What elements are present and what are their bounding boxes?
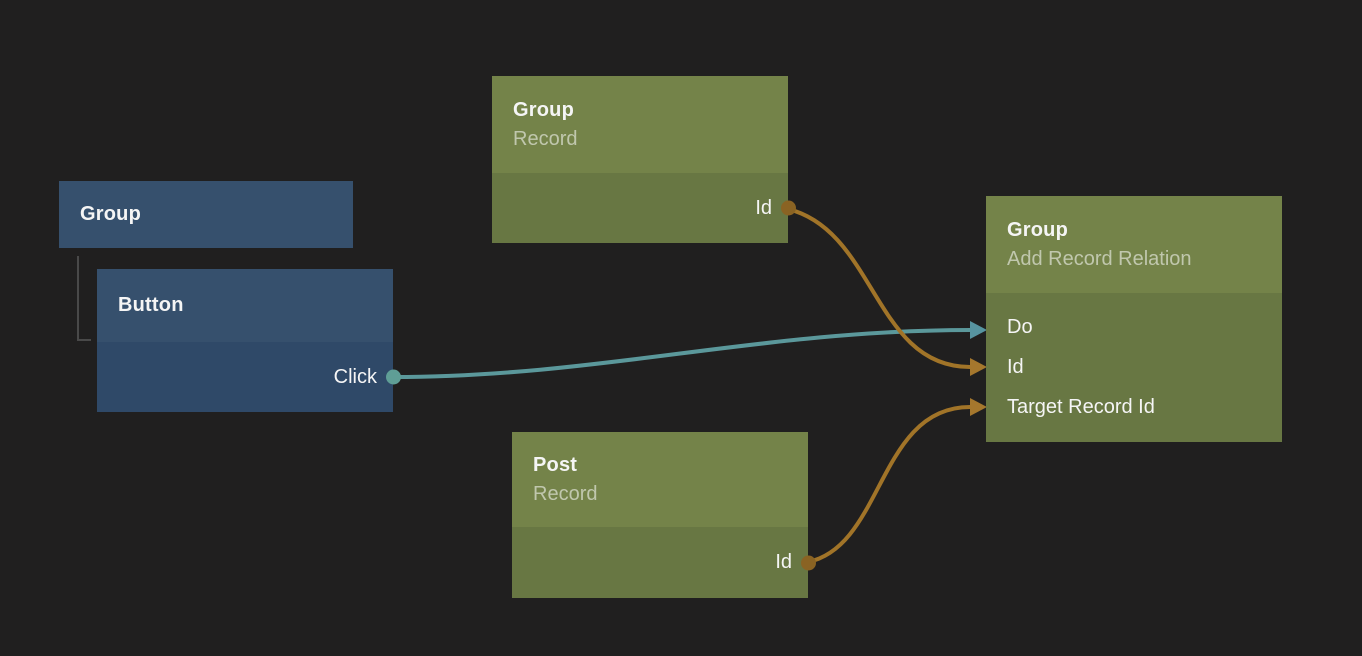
output-port-id[interactable]: Id	[492, 173, 796, 243]
node-title: Group	[80, 203, 141, 225]
wire-click-to-do[interactable]	[391, 328, 973, 379]
input-port-target-record-id[interactable]: Target Record Id	[986, 387, 1282, 427]
tree-connector-line	[77, 256, 91, 341]
node-group-record[interactable]: Group Record Id	[492, 76, 796, 243]
node-header: Group Add Record Relation	[986, 196, 1282, 293]
node-button[interactable]: Button Click	[97, 269, 401, 412]
node-subtitle: Record	[533, 482, 598, 505]
node-title: Post	[533, 453, 578, 476]
port-dot-teal[interactable]	[386, 369, 401, 385]
node-subtitle: Record	[513, 127, 578, 150]
arrowhead-do	[970, 321, 987, 339]
node-group-container[interactable]: Group	[59, 181, 353, 248]
port-label: Id	[755, 196, 772, 219]
node-header: Group	[59, 181, 353, 248]
node-title: Button	[118, 294, 184, 316]
input-port-do[interactable]: Do	[986, 307, 1282, 347]
port-label: Target Record Id	[1007, 395, 1155, 418]
node-header: Group Record	[492, 76, 788, 173]
port-label: Id	[775, 551, 792, 573]
port-label: Click	[333, 365, 377, 388]
port-dot-orange[interactable]	[801, 555, 816, 570]
node-title: Group	[513, 98, 574, 121]
node-body: Do Id Target Record Id	[986, 293, 1282, 442]
wire-postid-to-targetrecordid[interactable]	[806, 405, 972, 564]
port-dot-orange[interactable]	[781, 200, 796, 216]
wire-groupid-to-id[interactable]	[786, 207, 972, 369]
node-header: Post Record	[512, 432, 808, 527]
input-port-id[interactable]: Id	[986, 347, 1282, 387]
node-body: Id	[512, 527, 816, 598]
port-label: Id	[1007, 355, 1024, 378]
node-post-record[interactable]: Post Record Id	[512, 432, 816, 598]
node-group-add-record-relation[interactable]: Group Add Record Relation Do Id Target R…	[986, 196, 1282, 442]
node-body: Click	[97, 342, 401, 412]
arrowhead-target-record-id	[970, 398, 987, 416]
output-port-id[interactable]: Id	[512, 527, 816, 598]
port-label: Do	[1007, 315, 1033, 338]
node-title: Group	[1007, 218, 1068, 241]
node-header: Button	[97, 269, 393, 342]
node-body: Id	[492, 173, 796, 243]
arrowhead-id	[970, 358, 987, 376]
node-subtitle: Add Record Relation	[1007, 247, 1192, 270]
output-port-click[interactable]: Click	[97, 342, 401, 412]
